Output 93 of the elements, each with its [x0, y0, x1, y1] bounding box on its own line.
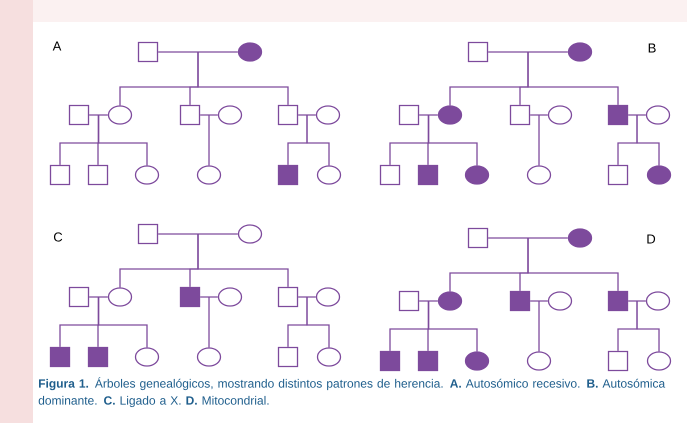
person-circle [646, 105, 670, 125]
person-circle [134, 347, 160, 367]
descent-line [98, 115, 148, 166]
person-circle [218, 287, 242, 307]
person-circle [316, 347, 342, 367]
marriage-line [530, 114, 548, 116]
marriage-line [628, 300, 646, 302]
person-circle [646, 351, 672, 371]
marriage-line [200, 296, 218, 298]
person-circle [438, 105, 462, 125]
descent-line [197, 52, 289, 105]
person-circle [134, 165, 160, 185]
marriage-line [419, 300, 438, 302]
marriage-line [298, 296, 316, 298]
panel-letter: B [648, 44, 656, 52]
person-circle [238, 224, 262, 244]
panel-letter: C [54, 232, 62, 242]
person-circle [646, 165, 672, 185]
person-square [68, 286, 90, 308]
person-square [398, 290, 420, 312]
person-square [88, 164, 108, 186]
descent-line [197, 234, 289, 287]
person-circle [438, 291, 462, 311]
panel-letter: A [52, 42, 62, 50]
person-square [468, 42, 488, 62]
descent-line [428, 301, 478, 352]
marriage-line [628, 114, 646, 116]
descent-line [636, 301, 660, 352]
person-square [608, 104, 628, 126]
person-square [380, 164, 400, 186]
person-square [418, 164, 438, 186]
panel-letter: D [647, 234, 656, 244]
person-circle [464, 351, 490, 371]
person-circle [108, 287, 132, 307]
person-square [50, 346, 70, 368]
person-circle [316, 105, 340, 125]
person-square [608, 164, 628, 186]
person-circle [526, 165, 552, 185]
figure-caption: Figura 1. Árboles genealógicos, mostrando distintos patrones de herencia. A. Autosómico recesivo. B. Autosómica dominante. C. Ligado a X. D. Mitocondrial. [38, 377, 666, 408]
person-square [180, 104, 200, 126]
person-square [278, 104, 298, 126]
marriage-line [89, 114, 108, 116]
person-circle [196, 165, 222, 185]
descent-line [306, 297, 330, 348]
person-square [468, 228, 488, 248]
person-circle [196, 347, 222, 367]
marriage-line [89, 296, 108, 298]
marriage-line [530, 300, 548, 302]
descent-line [636, 115, 660, 166]
person-square [278, 286, 298, 308]
person-circle [568, 42, 592, 62]
descent-line [538, 301, 540, 352]
person-square [68, 104, 90, 126]
person-circle [108, 105, 132, 125]
marriage-line [488, 51, 568, 53]
person-square [418, 350, 438, 372]
descent-line [208, 297, 210, 348]
person-square [138, 224, 158, 244]
person-square [510, 104, 530, 126]
descent-line [538, 115, 540, 166]
descent-line [527, 238, 619, 291]
marriage-line [158, 233, 238, 235]
person-circle [464, 165, 490, 185]
person-circle [316, 287, 340, 307]
marriage-line [200, 114, 218, 116]
marriage-line [298, 114, 316, 116]
person-square [88, 346, 108, 368]
marriage-line [488, 237, 568, 239]
descent-line [428, 115, 478, 166]
person-square [278, 164, 298, 186]
person-square [398, 104, 420, 126]
descent-line [527, 52, 619, 105]
person-circle [548, 291, 572, 311]
marriage-line [419, 114, 438, 116]
descent-line [98, 297, 148, 348]
person-circle [238, 42, 262, 62]
descent-line [208, 115, 210, 166]
person-circle [526, 351, 552, 371]
person-circle [548, 105, 572, 125]
marriage-line [158, 51, 238, 53]
person-circle [316, 165, 342, 185]
person-circle [568, 228, 592, 248]
person-square [608, 290, 628, 312]
person-square [510, 290, 530, 312]
person-square [180, 286, 200, 308]
person-square [138, 42, 158, 62]
person-square [50, 164, 70, 186]
descent-line [306, 115, 330, 166]
person-square [608, 350, 628, 372]
person-square [278, 346, 298, 368]
person-circle [218, 105, 242, 125]
person-circle [646, 291, 670, 311]
person-square [380, 350, 400, 372]
